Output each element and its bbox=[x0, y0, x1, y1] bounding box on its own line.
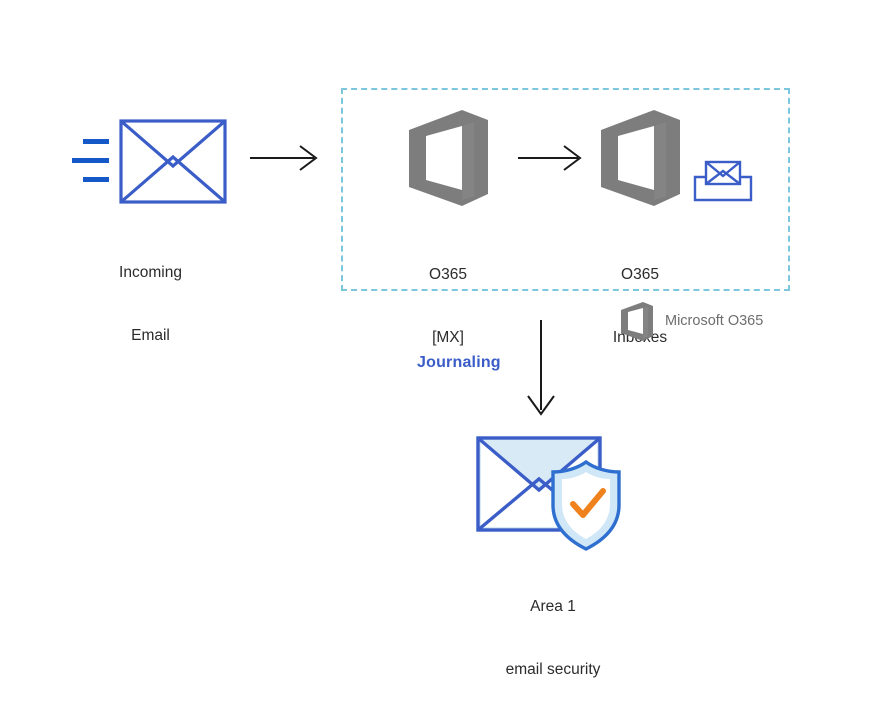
inbox-envelope-icon bbox=[693, 160, 753, 202]
node-incoming-email: Incoming Email bbox=[70, 118, 230, 344]
node-inbox-badge bbox=[692, 159, 754, 203]
node-o365-mx-label: O365 [MX] bbox=[429, 266, 467, 346]
arrow-right-icon bbox=[250, 145, 318, 171]
o365-group-box bbox=[341, 88, 790, 291]
edge-inboxes-to-area1 bbox=[522, 320, 562, 420]
edge-mx-to-inboxes bbox=[518, 143, 586, 173]
legend-microsoft-o365: Microsoft O365 bbox=[619, 301, 763, 341]
edge-incoming-to-mx bbox=[250, 143, 322, 173]
arrow-down-icon bbox=[527, 320, 555, 416]
arrow-right-icon bbox=[518, 145, 582, 171]
legend-label: Microsoft O365 bbox=[665, 313, 764, 329]
node-o365-mx: O365 [MX] bbox=[404, 108, 492, 346]
shielded-envelope-icon bbox=[476, 436, 621, 551]
diagram-canvas: Incoming Email O365 [MX] bbox=[70, 88, 790, 678]
envelope-icon bbox=[72, 119, 227, 204]
node-area1-label: Area 1 email security bbox=[505, 598, 601, 678]
speed-lines-icon bbox=[72, 139, 109, 182]
node-o365-inboxes: O365 Inboxes bbox=[596, 108, 684, 346]
office-365-icon bbox=[409, 110, 488, 206]
node-incoming-email-label: Incoming Email bbox=[119, 264, 182, 344]
shield-icon bbox=[551, 459, 621, 551]
office-365-icon bbox=[621, 302, 653, 341]
edge-label-journaling: Journaling bbox=[417, 354, 501, 371]
node-area1-email-security: Area 1 email security bbox=[470, 432, 635, 678]
office-365-icon bbox=[601, 110, 680, 206]
